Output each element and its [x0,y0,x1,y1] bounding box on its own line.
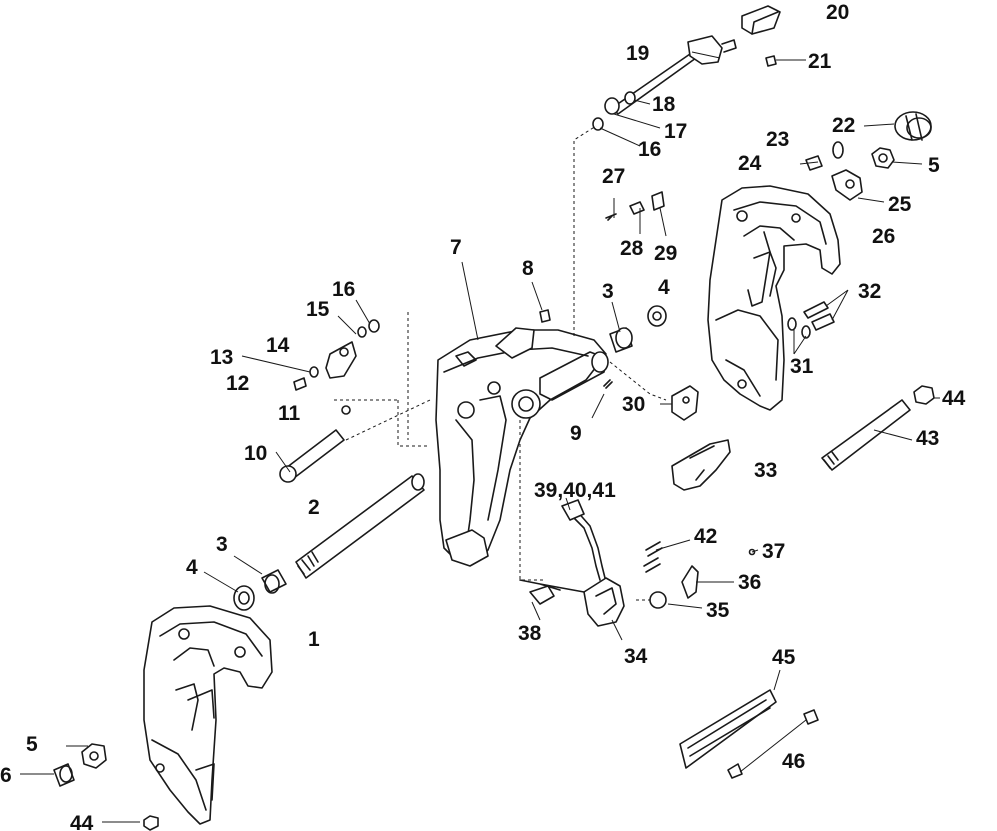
part-5-nut-lower [81,743,107,769]
callout-36: 36 [738,571,761,594]
part-6-bushing [53,763,75,787]
callout-4-lower: 4 [186,556,198,579]
callout-9: 9 [570,422,582,445]
part-11-ball [341,405,351,415]
part-36-latch [681,565,699,599]
part-43-tilt-rod [821,399,911,471]
callout-12: 12 [226,372,249,395]
part-4-washer-upper [647,305,667,327]
callout-3-lower: 3 [216,533,228,556]
callout-23: 23 [766,128,789,151]
callout-27: 27 [602,165,625,188]
part-10-pin [279,429,345,483]
callout-34: 34 [624,645,648,668]
callout-8: 8 [522,257,534,280]
callout-1: 1 [308,628,320,651]
callout-7: 7 [450,236,462,259]
callout-38: 38 [518,622,542,645]
callout-42: 42 [694,525,717,548]
callout-44-lower: 44 [70,812,94,831]
part-3-bushing-upper [609,327,633,353]
callout-5-upper: 5 [928,154,940,177]
callout-19: 19 [626,42,649,65]
assembly-dashed-lines [334,125,667,601]
part-44-nut-right [913,385,935,405]
leader-lines [20,51,940,823]
callout-11: 11 [278,402,301,425]
part-34-lock-assembly [519,577,625,627]
part-46-screws [727,709,819,779]
part-1-stern-bracket-left [143,605,273,825]
part-39-41-cable [561,499,607,583]
callout-5-lower: 5 [26,733,38,756]
callout-4-upper: 4 [658,276,670,299]
callout-14: 14 [266,334,290,357]
part-20-handle-cap [741,5,781,35]
callout-24: 24 [738,152,762,175]
part-9-pin [603,379,613,389]
part-4-washer-lower [233,585,255,611]
part-12-15-hardware [293,319,380,391]
callout-29: 29 [654,242,677,265]
callout-33: 33 [754,459,777,482]
callout-6: 6 [0,764,12,787]
callout-39-40-41: 39,40,41 [534,479,616,502]
part-22-knob [894,111,932,141]
callout-18: 18 [652,93,676,116]
callout-10: 10 [244,442,267,465]
part-35-knob [649,591,667,609]
callout-44-right: 44 [942,387,966,410]
callout-20: 20 [826,1,849,24]
part-7-swivel-bracket [435,327,609,567]
part-42-springs [643,541,663,573]
callout-25: 25 [888,193,912,216]
callout-15: 15 [306,298,330,321]
callout-16-lower: 16 [332,278,355,301]
part-44-nut-lower [143,815,159,831]
part-45-pad [679,689,777,769]
callout-43: 43 [916,427,939,450]
callout-16-upper: 16 [638,138,661,161]
callout-30: 30 [622,393,645,416]
part-16-17-18-washers [592,91,636,131]
part-26-stern-bracket-right [707,185,841,411]
part-3-bushing-lower [261,569,287,594]
part-21-screw [765,55,777,67]
callout-45: 45 [772,646,796,669]
callout-21: 21 [808,50,832,73]
callout-2: 2 [308,496,320,519]
part-8-screw [539,309,551,323]
part-31-32-bolts [787,301,835,339]
callout-28: 28 [620,237,644,260]
callout-3-upper: 3 [602,280,614,303]
callout-22: 22 [832,114,855,137]
part-38-bracket-tab [529,585,555,605]
callout-35: 35 [706,599,730,622]
part-5-nut-upper [871,147,895,169]
part-33-clamp [671,439,731,491]
callout-37: 37 [762,540,785,563]
callout-46: 46 [782,750,805,773]
callout-13: 13 [210,346,233,369]
callout-26: 26 [872,225,895,248]
part-2-tube [295,473,425,579]
part-27-28-29-hardware [605,191,665,221]
part-23-24-bolt [805,141,844,171]
part-30-lever-plate [671,385,699,421]
part-25-cam-plate [831,169,863,201]
callout-17: 17 [664,120,687,143]
callout-32: 32 [858,280,881,303]
callout-31: 31 [790,355,814,378]
